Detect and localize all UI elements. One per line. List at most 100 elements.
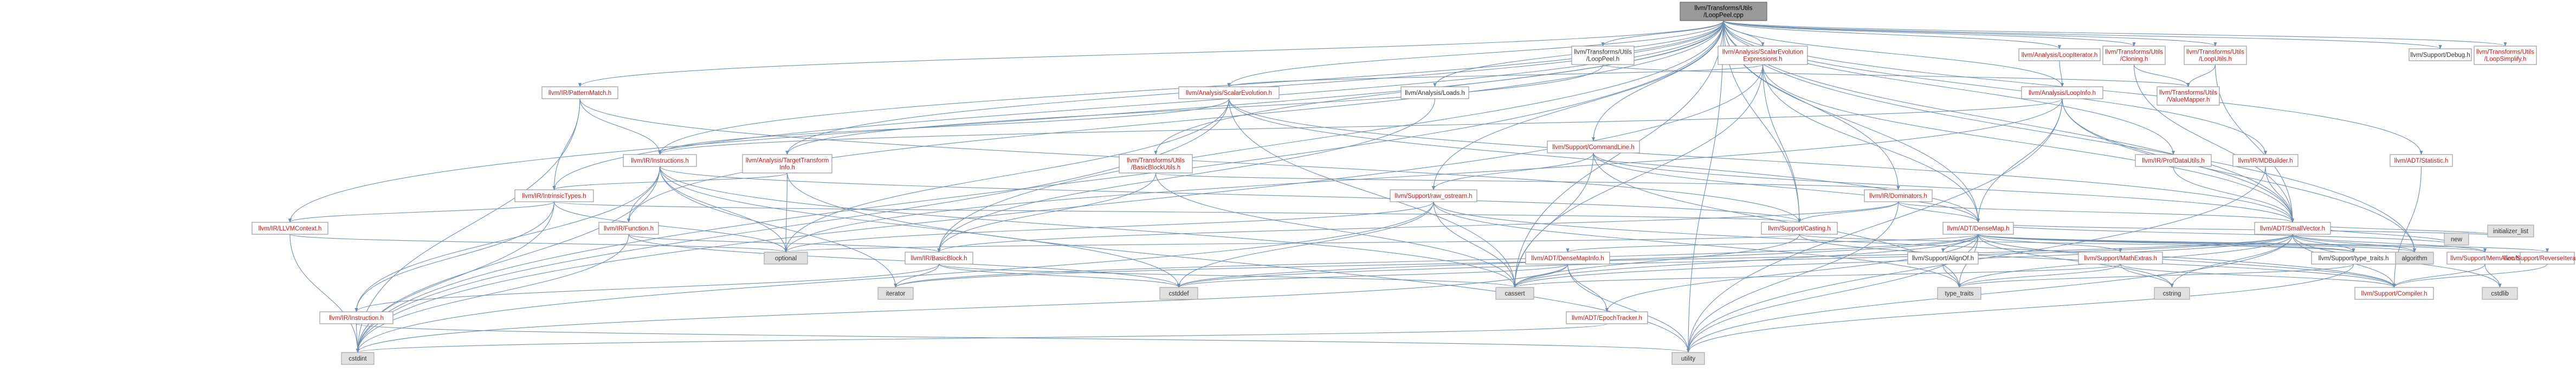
node-casting[interactable]: llvm/Support/Casting.h <box>1761 222 1838 235</box>
edge-densemapinfo-to-epoch <box>1567 264 1609 312</box>
node-loop_simplify-label: llvm/Transforms/Utils <box>2476 49 2534 56</box>
node-compiler[interactable]: llvm/Support/Compiler.h <box>2354 287 2434 300</box>
node-scev_expander[interactable]: llvm/Analysis/ScalarEvolutionExpressions… <box>1718 46 1808 65</box>
edge-raw_ostream-to-cstdint <box>356 201 1434 353</box>
node-cmdline[interactable]: llvm/Support/CommandLine.h <box>1547 140 1640 153</box>
edge-alignof-to-type_traits <box>1942 264 1961 288</box>
node-cassert: cassert <box>1495 287 1534 300</box>
node-rev_iter[interactable]: llvm/Support/ReverseIteration.h <box>2503 252 2576 265</box>
node-type_traits: type_traits <box>1937 287 1981 300</box>
edge-densemap-to-mathextras <box>1978 234 2122 253</box>
node-loads-label: llvm/Analysis/Loads.h <box>1405 90 1465 97</box>
node-cstdlib-box <box>2482 287 2518 300</box>
node-utility: utility <box>1671 352 1705 365</box>
node-dominators[interactable]: llvm/IR/Dominators.h <box>1864 189 1933 202</box>
edge-scev_expander-to-scev <box>1227 64 1764 87</box>
node-alignof-box <box>1907 252 1979 265</box>
node-cloning[interactable]: llvm/Transforms/Utils/Cloning.h <box>2102 46 2166 65</box>
node-prof_data[interactable]: llvm/IR/ProfDataUtils.h <box>2135 154 2212 167</box>
edge-scev_expander-to-casting <box>1762 64 1802 223</box>
node-cstddef-box <box>1159 287 1198 300</box>
node-densemapinfo-box <box>1525 252 1610 265</box>
node-statistic-label: llvm/ADT/Statistic.h <box>2394 158 2449 164</box>
node-intrinsics[interactable]: llvm/IR/IntrinsicTypes.h <box>514 189 594 202</box>
edge-function-to-basicblock <box>628 234 941 253</box>
edge-instructions-to-casting <box>659 166 1801 223</box>
node-value_mapper[interactable]: llvm/Transforms/Utils/ValueMapper.h <box>2157 86 2220 106</box>
node-loop_iterator-label: llvm/Analysis/LoopIterator.h <box>2022 52 2098 59</box>
node-loop_peel_h: llvm/Transforms/Utils/LoopPeel.h <box>1571 46 1635 65</box>
edge-densemapinfo-to-utility <box>1567 264 1690 353</box>
node-loop_utils[interactable]: llvm/Transforms/Utils/LoopUtils.h <box>2184 46 2247 65</box>
edge-scev-to-smallvector <box>1228 98 2294 223</box>
node-raw_ostream[interactable]: llvm/Support/raw_ostream.h <box>1390 189 1477 202</box>
edge-densemap-to-densemapinfo <box>1566 234 1979 253</box>
node-pattern_match-label: llvm/IR/PatternMatch.h <box>548 90 611 97</box>
edge-bb_utils-to-dominators <box>1155 172 1900 190</box>
node-new: new <box>2444 233 2469 246</box>
node-epoch-box <box>1566 311 1648 324</box>
edge-mdbuilder-to-smallvector <box>2265 166 2295 223</box>
node-function[interactable]: llvm/IR/Function.h <box>598 222 659 235</box>
node-densemap-box <box>1942 222 2014 235</box>
edge-cmdline-to-raw_ostream <box>1431 152 1594 190</box>
node-mathextras[interactable]: llvm/Support/MathExtras.h <box>2078 252 2163 265</box>
node-statistic[interactable]: llvm/ADT/Statistic.h <box>2390 154 2453 167</box>
node-epoch[interactable]: llvm/ADT/EpochTracker.h <box>1566 311 1648 324</box>
edge-epoch-to-cstdint <box>356 323 1607 353</box>
node-cassert-label: cassert <box>1505 291 1525 297</box>
node-mdbuilder[interactable]: llvm/IR/MDBuilder.h <box>2232 154 2299 167</box>
edge-raw_ostream-to-cassert <box>1433 201 1517 288</box>
node-function-box <box>598 222 659 235</box>
edge-root-to-cstdint <box>356 20 1724 353</box>
node-basicblock[interactable]: llvm/IR/BasicBlock.h <box>905 252 973 265</box>
node-smallvector-label: llvm/ADT/SmallVector.h <box>2260 226 2325 232</box>
node-cloning-label: llvm/Transforms/Utils <box>2105 49 2163 56</box>
edge-root-to-function <box>627 20 1724 223</box>
edge-smallvector-to-algorithm <box>2292 234 2416 253</box>
node-iterator: iterator <box>877 287 914 300</box>
node-densemapinfo-label: llvm/ADT/DenseMapInfo.h <box>1531 255 1604 262</box>
node-scev[interactable]: llvm/Analysis/ScalarEvolution.h <box>1178 86 1280 99</box>
node-instruction[interactable]: llvm/IR/Instruction.h <box>319 311 393 324</box>
edge-llvmcontext-to-optional <box>289 234 787 253</box>
node-root-label: llvm/Transforms/Utils <box>1695 5 1753 12</box>
node-llvmcontext-label: llvm/IR/LLVMContext.h <box>259 226 322 232</box>
node-smallvector[interactable]: llvm/ADT/SmallVector.h <box>2254 222 2331 235</box>
edge-memalloc-to-cstdlib <box>2484 264 2502 288</box>
node-bb_utils[interactable]: llvm/Transforms/Utils/BasicBlockUtils.h <box>1119 154 1193 174</box>
node-loads: llvm/Analysis/Loads.h <box>1400 86 1469 99</box>
node-pattern_match-box <box>541 86 618 99</box>
node-llvmcontext[interactable]: llvm/IR/LLVMContext.h <box>251 222 328 235</box>
edge-root-to-cassert <box>1513 20 1724 288</box>
node-loop_simplify[interactable]: llvm/Transforms/Utils/LoopSimplify.h <box>2474 46 2537 65</box>
node-loop_utils-box <box>2184 46 2247 65</box>
node-rev_iter-label: llvm/Support/ReverseIteration.h <box>2503 255 2576 262</box>
node-loop_iterator[interactable]: llvm/Analysis/LoopIterator.h <box>2018 48 2101 61</box>
edge-intrinsics-to-cstdint <box>356 201 555 353</box>
node-densemap[interactable]: llvm/ADT/DenseMap.h <box>1942 222 2014 235</box>
edge-scev_expander-to-cassert <box>1513 64 1764 288</box>
node-cstdint-box <box>341 352 375 365</box>
node-loop_info[interactable]: llvm/Analysis/LoopInfo.h <box>2021 86 2103 99</box>
node-value_mapper-box <box>2157 86 2220 106</box>
node-bb_utils-label: llvm/Transforms/Utils <box>1127 158 1185 164</box>
edge-pattern_match-to-instructions <box>579 98 662 155</box>
node-loads-box <box>1400 86 1469 99</box>
node-memalloc[interactable]: llvm/Support/MemAlloc.h <box>2446 252 2523 265</box>
node-mathextras-label: llvm/Support/MathExtras.h <box>2084 255 2157 262</box>
edge-prof_data-to-smallvector <box>2173 166 2295 223</box>
node-alignof: llvm/Support/AlignOf.h <box>1907 252 1979 265</box>
node-value_mapper-label: /ValueMapper.h <box>2167 97 2210 104</box>
edge-densemap-to-alignof <box>1941 234 1979 253</box>
edge-memalloc-to-compiler <box>2392 264 2485 288</box>
edge-tti-to-optional <box>784 172 788 253</box>
node-instructions[interactable]: llvm/IR/Instructions.h <box>623 154 697 167</box>
node-algorithm-label: algorithm <box>2401 255 2427 262</box>
node-basicblock-label: llvm/IR/BasicBlock.h <box>911 255 967 262</box>
node-densemapinfo[interactable]: llvm/ADT/DenseMapInfo.h <box>1525 252 1610 265</box>
node-pattern_match[interactable]: llvm/IR/PatternMatch.h <box>541 86 618 99</box>
node-bb_utils-label: /BasicBlockUtils.h <box>1131 165 1180 171</box>
node-tti-label: llvm/Analysis/TargetTransform <box>746 158 829 164</box>
